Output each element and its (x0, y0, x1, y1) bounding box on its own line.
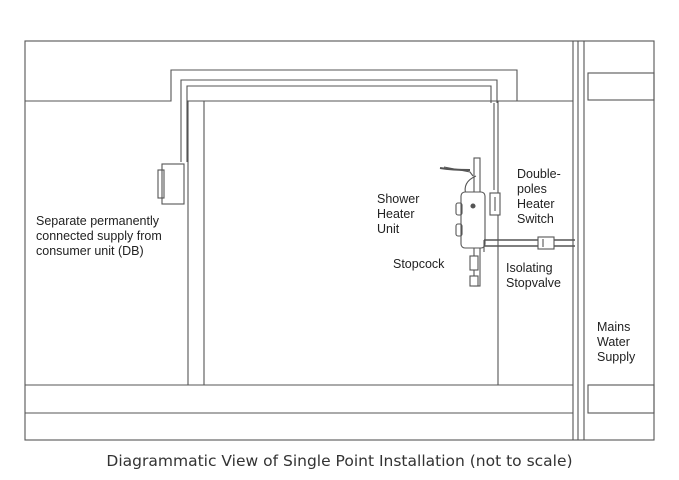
diagram-caption: Diagrammatic View of Single Point Instal… (106, 452, 573, 470)
supply-label: Separate permanently connected supply fr… (36, 214, 162, 259)
shower-room-outline (204, 100, 499, 385)
right-room-top (587, 72, 655, 101)
stopvalve-label-line1: Isolating (506, 261, 553, 275)
left-wall-cavity (187, 100, 205, 385)
switch-label-line2: poles (517, 182, 547, 196)
diagram-drawing (24, 40, 655, 441)
supply-label-line1: Separate permanently (36, 214, 159, 228)
isolating-stopvalve (537, 236, 555, 250)
shower-head (439, 167, 471, 171)
shower-head-arm (443, 166, 474, 177)
shower-label-line1: Shower (377, 192, 420, 206)
stopcock-label: Stopcock (393, 257, 444, 272)
shower-unit-label: Shower Heater Unit (377, 192, 419, 237)
cable-outer (180, 79, 498, 162)
shower-unit-body (460, 191, 486, 249)
switch-label-line3: Heater (517, 197, 555, 211)
stopvalve-label: Isolating Stopvalve (506, 261, 561, 291)
db-switch-face (157, 169, 165, 199)
stopvalve-label-line2: Stopvalve (506, 276, 561, 290)
stopcock-base (469, 275, 479, 287)
mains-label-line2: Water (597, 335, 630, 349)
shower-label-line3: Unit (377, 222, 400, 236)
shower-label-line2: Heater (377, 207, 415, 221)
db-switch-box (161, 163, 185, 205)
switch-label-line4: Switch (517, 212, 554, 226)
mains-label-line3: Supply (597, 350, 636, 364)
supply-label-line2: connected supply from (36, 229, 162, 243)
right-room-bottom (587, 384, 655, 414)
shower-control-bottom (455, 223, 463, 237)
supply-label-line3: consumer unit (DB) (36, 244, 144, 258)
shower-control-top (455, 202, 463, 216)
ceiling-band (25, 69, 573, 102)
mains-label-line1: Mains (597, 320, 631, 334)
shower-indicator (470, 203, 476, 209)
outer-wall (24, 40, 655, 441)
stopcock-label-text: Stopcock (393, 257, 445, 271)
stopcock-body (469, 255, 479, 271)
mains-label: Mains Water Supply (597, 320, 635, 365)
cable-inner (186, 85, 492, 162)
switch-label: Double- poles Heater Switch (517, 167, 561, 227)
switch-label-line1: Double- (517, 167, 561, 181)
